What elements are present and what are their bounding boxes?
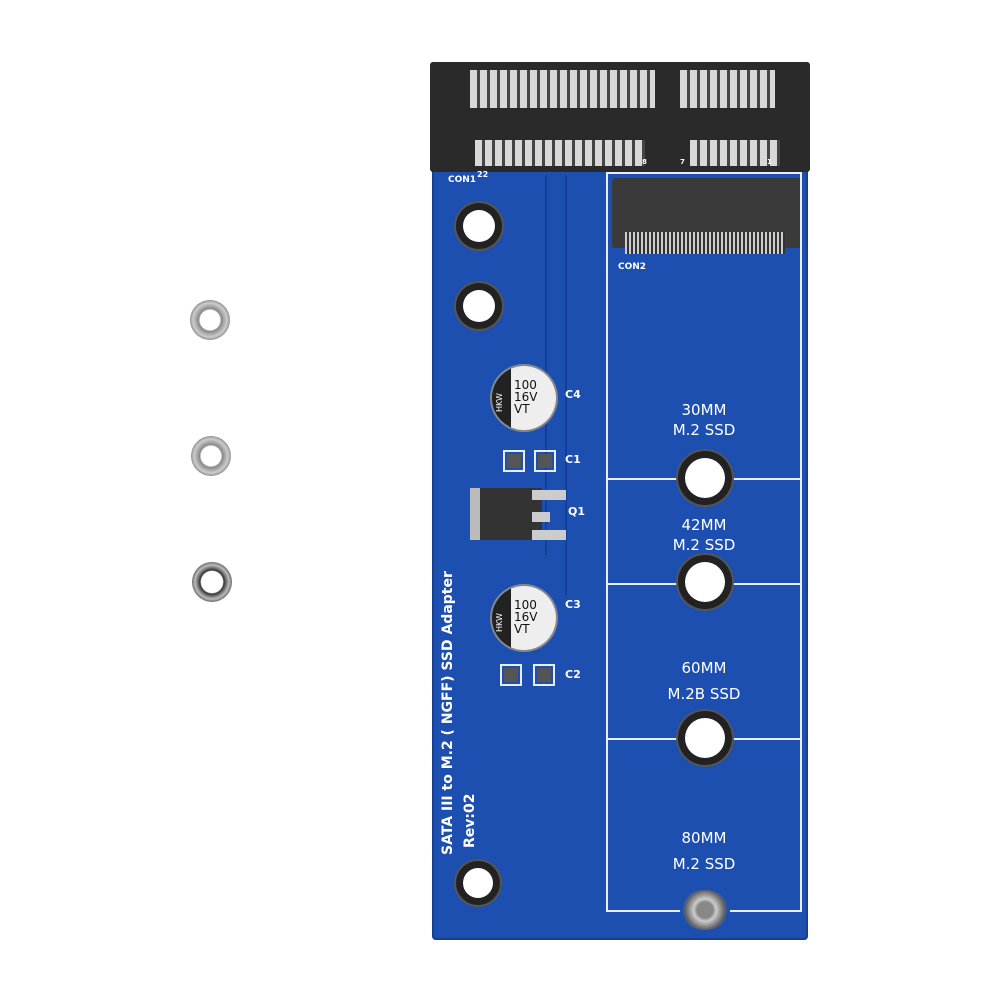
c1-label: C1 xyxy=(565,453,581,466)
m2-mount-hole-60mm xyxy=(685,718,725,758)
cap-marking: 100 xyxy=(514,378,537,392)
m2-mount-hole-42mm xyxy=(685,562,725,602)
q1-label: Q1 xyxy=(568,505,586,518)
capacitor-c4: 100 16V VT HKW xyxy=(492,366,556,430)
c3-label: C3 xyxy=(565,598,581,611)
con1-label: CON1 xyxy=(448,175,477,185)
sata-power-pins xyxy=(680,70,775,108)
cap-marking: 16V xyxy=(514,390,538,404)
q1-lead xyxy=(532,490,566,500)
m2-screw-80mm xyxy=(680,890,730,930)
c2-label: C2 xyxy=(565,668,581,681)
trace xyxy=(545,175,547,555)
m2-socket-pins xyxy=(625,232,785,254)
cap-marking: 16V xyxy=(514,610,538,624)
c4-label: C4 xyxy=(565,388,581,401)
capacitor-c2-pad xyxy=(500,664,522,686)
q1-lead xyxy=(532,530,566,540)
mounting-hole xyxy=(463,868,493,898)
capacitor-c3: 100 16V VT HKW xyxy=(492,586,556,650)
capacitor-c1-pad xyxy=(534,450,556,472)
mounting-hole xyxy=(463,290,495,322)
cap-marking: 100 xyxy=(514,598,537,612)
cap-brand: HKW xyxy=(495,393,504,412)
trace xyxy=(565,175,567,595)
capacitor-c1-pad xyxy=(503,450,525,472)
screw xyxy=(190,300,230,340)
sata-solder-pads-2 xyxy=(690,140,780,166)
sata-solder-pads xyxy=(475,140,645,166)
con2-label: CON2 xyxy=(618,262,647,272)
washer xyxy=(192,562,232,602)
q1-lead xyxy=(532,512,550,522)
sata-data-pins xyxy=(470,70,655,108)
capacitor-c2-pad xyxy=(533,664,555,686)
board-title: SATA III to M.2 ( NGFF) SSD Adapter xyxy=(440,571,456,855)
transistor-q1 xyxy=(470,488,542,540)
pin1-label: 1 xyxy=(767,158,772,166)
cap-brand: HKW xyxy=(495,613,504,632)
pin7-label: 7 xyxy=(680,158,685,166)
cap-marking: VT xyxy=(514,622,530,636)
pin8-label: 8 xyxy=(642,158,647,166)
standoff-nut xyxy=(191,436,231,476)
con1-pin-label: 22 xyxy=(477,170,489,179)
board-revision: Rev:02 xyxy=(462,793,478,848)
cap-marking: VT xyxy=(514,402,530,416)
mounting-hole xyxy=(463,210,495,242)
m2-mount-hole-30mm xyxy=(685,458,725,498)
